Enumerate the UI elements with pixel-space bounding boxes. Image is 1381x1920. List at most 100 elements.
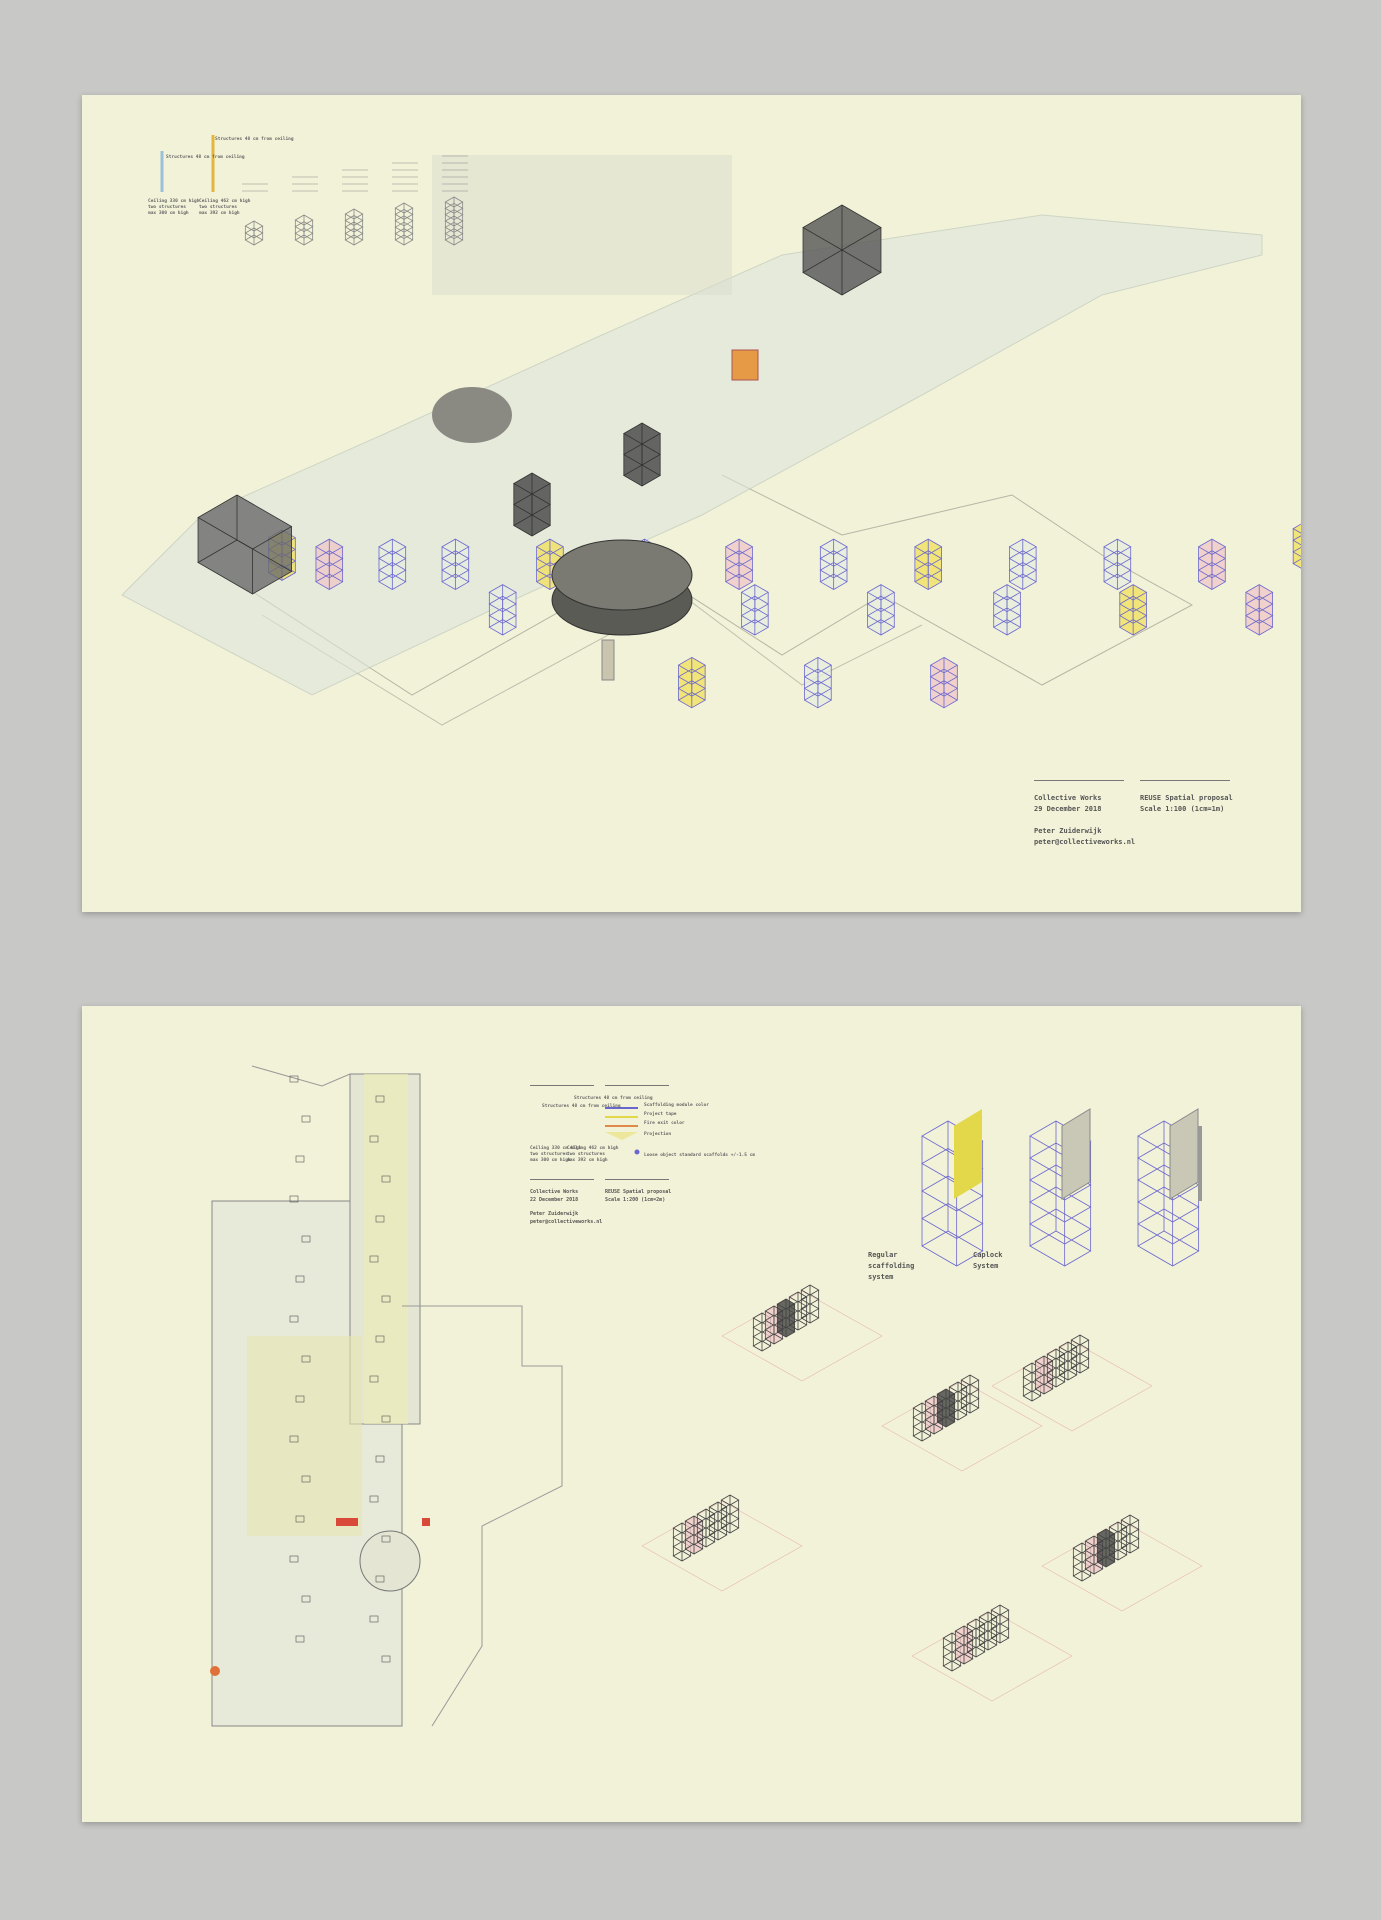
scaffold-tower (441, 538, 470, 590)
scaffold-marker (369, 1615, 379, 1623)
scaffold-tower (315, 538, 344, 590)
mini-scaffold (776, 1298, 796, 1338)
scaffold-marker (375, 1575, 385, 1583)
scaffold-marker (375, 1095, 385, 1103)
mini-scaffold (1046, 1348, 1066, 1388)
mini-scaffold (942, 1632, 962, 1672)
scaffold-tower (740, 584, 769, 636)
scaffold-tower (914, 538, 943, 590)
plan-outline (251, 1065, 351, 1087)
scaffold-marker (289, 1075, 299, 1083)
floorplan-drawing (210, 1065, 1203, 1727)
iso-grid (911, 1610, 1073, 1702)
poster-floorplan-details: Structures 48 cm from ceiling Ceiling 33… (82, 1006, 1301, 1822)
dark-box (513, 472, 551, 537)
mini-scaffold (708, 1501, 728, 1541)
tower-level (1137, 1230, 1200, 1267)
divider (605, 1179, 669, 1180)
scaffold-marker (295, 1275, 305, 1283)
divider (530, 1085, 594, 1086)
legend-tower-icon (294, 214, 314, 246)
yellow-zone (247, 1336, 362, 1536)
scaffold-tower (929, 656, 959, 709)
scaffold-marker (301, 1595, 311, 1603)
scaffold-marker (375, 1455, 385, 1463)
dark-room (197, 494, 293, 595)
legend-dot (634, 1149, 640, 1155)
scaffold-marker (295, 1515, 305, 1523)
scaffold-marker (381, 1655, 391, 1663)
divider (530, 1179, 594, 1180)
scaffold-tower (1118, 584, 1148, 636)
dark-box (623, 422, 661, 487)
orange-box (731, 349, 759, 381)
iso-grid (721, 1290, 883, 1382)
mini-scaffold (954, 1625, 974, 1665)
upper-rooms (432, 155, 732, 295)
tower-level (1137, 1208, 1200, 1245)
tower-level (1029, 1230, 1092, 1267)
scaffold-marker (295, 1395, 305, 1403)
scaffold-tower (1008, 538, 1037, 590)
scaffold-marker (369, 1375, 379, 1383)
scaffold-tower (677, 656, 706, 709)
corridor-projection (364, 1074, 408, 1424)
scaffold-marker (295, 1635, 305, 1643)
legend-low-note: Structures 48 cm from ceiling (542, 1104, 621, 1109)
scaffold-marker (301, 1475, 311, 1483)
mini-scaffold (800, 1284, 820, 1324)
scaffold-marker (369, 1495, 379, 1503)
mini-scaffold (948, 1381, 968, 1421)
mini-scaffold (684, 1515, 704, 1555)
fire-exit (336, 1518, 358, 1526)
legend-tower-icon (244, 220, 264, 246)
mini-scaffold (1070, 1334, 1090, 1374)
scaffold-tower (724, 538, 754, 590)
round-room-top (551, 539, 693, 611)
mini-scaffold (1034, 1355, 1054, 1395)
mini-scaffold (1096, 1528, 1116, 1568)
blob-object (432, 387, 512, 443)
legend-tower-icon (344, 208, 364, 246)
divider (605, 1085, 669, 1086)
legend-projection (605, 1132, 638, 1140)
scaffold-marker (301, 1355, 311, 1363)
mini-scaffold (1120, 1514, 1140, 1554)
tower-level (1137, 1186, 1200, 1223)
tower-level (1029, 1208, 1092, 1245)
scaffold-marker (289, 1435, 299, 1443)
legend-high-note: Structures 48 cm from ceiling (215, 137, 294, 142)
mini-scaffold (936, 1388, 956, 1428)
scaffold-tower (1103, 538, 1132, 590)
legend-tower-icon (394, 202, 414, 246)
scaffold-marker (289, 1315, 299, 1323)
scaffold-tower (1292, 523, 1301, 569)
scaffold-marker (289, 1195, 299, 1203)
isometric-drawing (121, 135, 1301, 726)
mini-scaffold (978, 1611, 998, 1651)
mini-scaffold (966, 1618, 986, 1658)
scaffold-marker (381, 1295, 391, 1303)
mini-scaffold (1108, 1521, 1128, 1561)
scaffold-tower (378, 538, 407, 590)
legend-high-note: Structures 48 cm from ceiling (574, 1096, 653, 1101)
iso-grid (1041, 1520, 1203, 1612)
scaffold-tower (1197, 538, 1227, 590)
mini-scaffold (990, 1604, 1010, 1644)
yellow-panel (954, 1109, 982, 1199)
legend-low-note: Structures 48 cm from ceiling (166, 155, 245, 160)
divider (1034, 780, 1124, 781)
dark-room (802, 204, 882, 296)
scaffold-marker (289, 1555, 299, 1563)
column (601, 639, 615, 681)
iso-grid (641, 1500, 803, 1592)
scaffold-marker (381, 1535, 391, 1543)
floor-area (121, 214, 1263, 696)
